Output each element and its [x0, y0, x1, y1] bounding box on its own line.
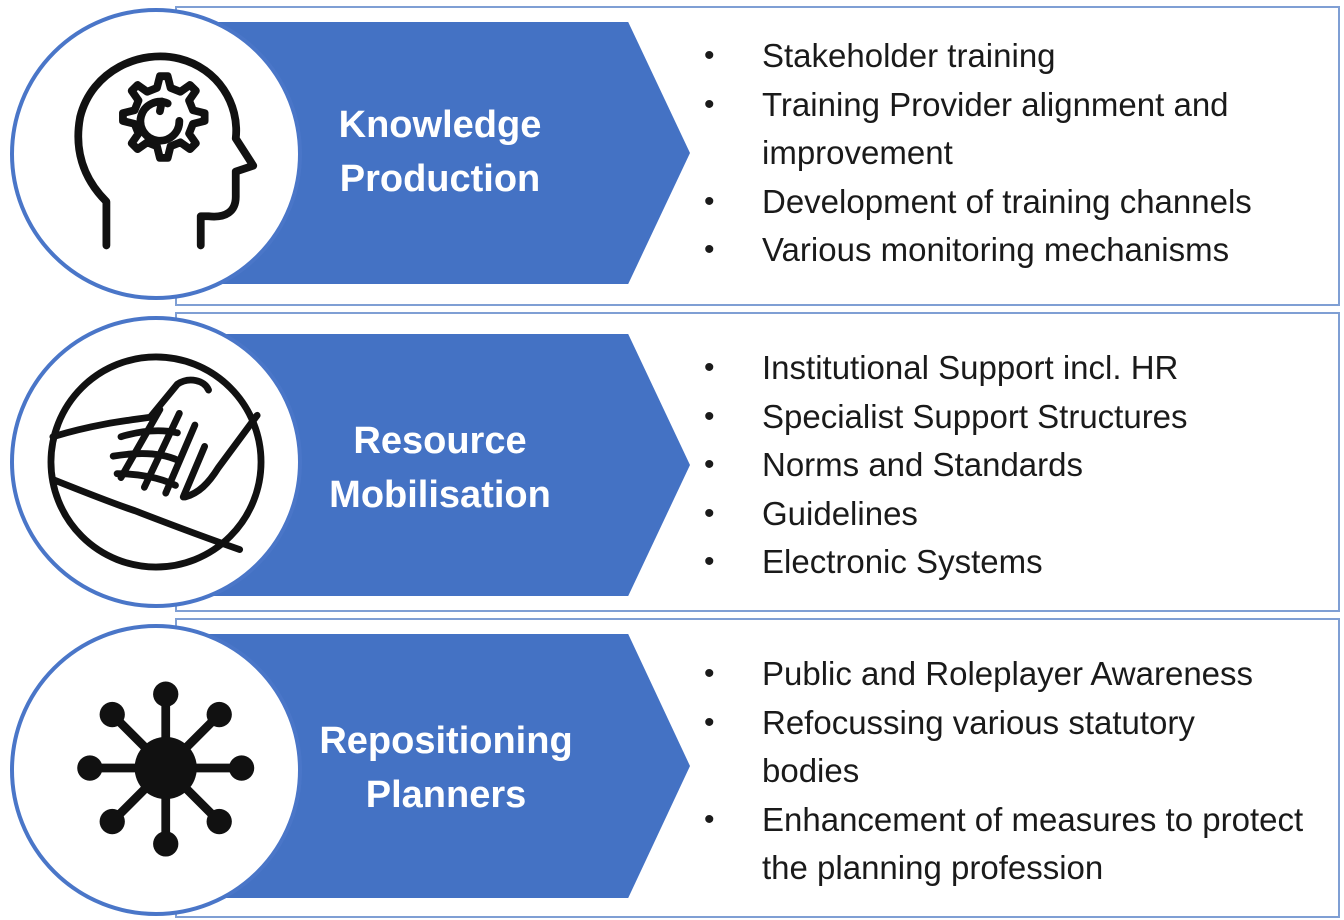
list-item: Institutional Support incl. HR [700, 344, 1188, 393]
row-title: Repositioning Planners [319, 720, 573, 816]
row-repositioning-planners: Repositioning Planners [0, 618, 1344, 918]
list-item: Public and Roleplayer Awareness [700, 650, 1322, 699]
joined-hands-icon [47, 353, 265, 571]
icon-circle [10, 624, 302, 916]
list-item: Development of training channels [700, 178, 1322, 227]
list-item: Various monitoring mechanisms [700, 226, 1322, 275]
row-knowledge-production: Knowledge Production Stakeholder trainin… [0, 6, 1344, 306]
head-gear-icon [74, 52, 258, 250]
list-item: Electronic Systems [700, 538, 1188, 587]
icon-circle [10, 316, 302, 608]
row-title: Knowledge Production [338, 104, 542, 200]
network-hub-icon [77, 681, 255, 857]
list-item: Stakeholder training [700, 32, 1322, 81]
bullet-list: Public and Roleplayer Awareness Refocuss… [700, 650, 1322, 893]
list-item: Guidelines [700, 490, 1188, 539]
list-item: Norms and Standards [700, 441, 1188, 490]
row-resource-mobilisation: Resource Mobilisation Institutional Supp… [0, 312, 1344, 612]
list-item: Specialist Support Structures [700, 393, 1188, 442]
icon-circle [10, 8, 302, 300]
list-item: Training Provider alignment and improvem… [700, 81, 1322, 178]
bullet-list: Stakeholder training Training Provider a… [700, 32, 1322, 275]
list-item: Refocussing various statutory bodies [700, 699, 1282, 796]
list-item: Enhancement of measures to protect the p… [700, 796, 1322, 893]
row-title: Resource Mobilisation [329, 420, 551, 516]
bullet-list: Institutional Support incl. HR Specialis… [700, 344, 1188, 587]
